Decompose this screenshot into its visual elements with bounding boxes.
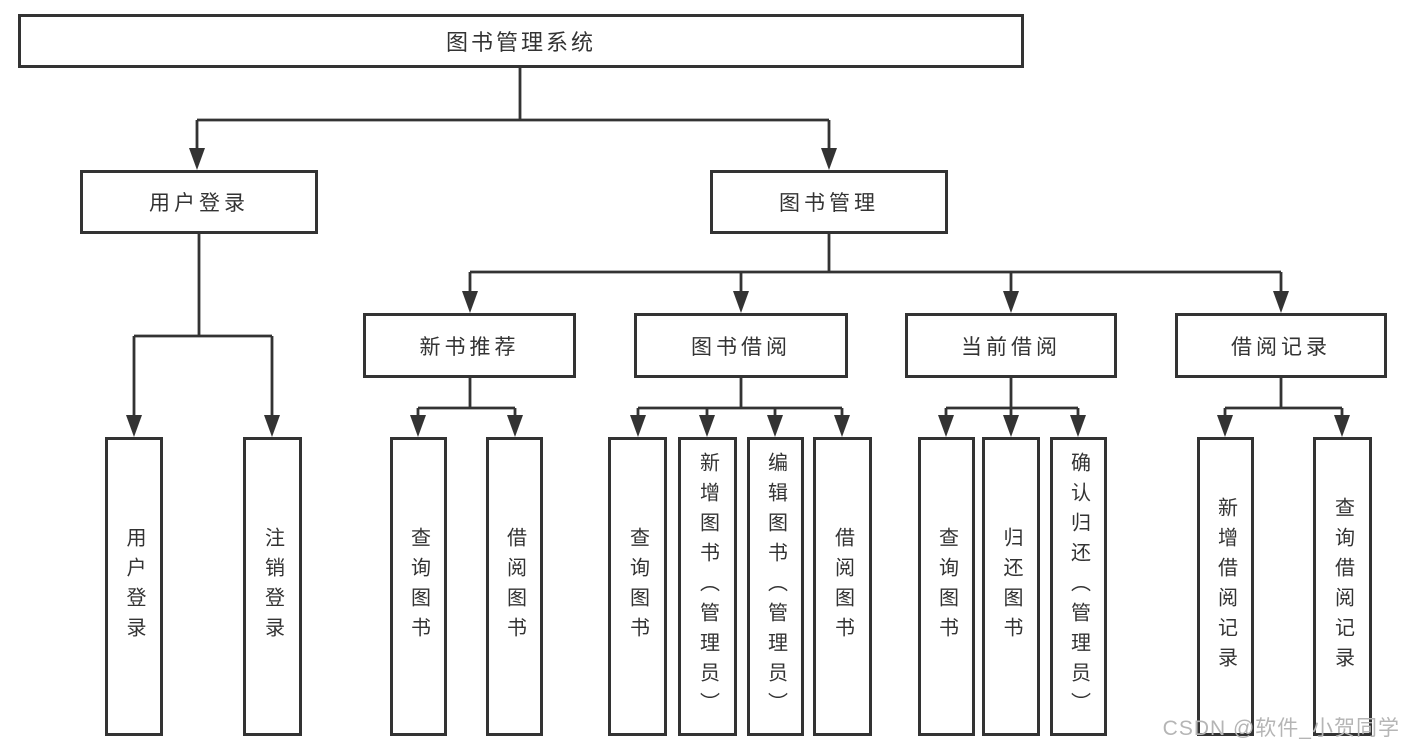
node-new-book-recommend: 新书推荐: [363, 313, 576, 378]
leaf-return-books: 归还图书: [982, 437, 1040, 736]
leaf-add-borrow-record: 新增借阅记录: [1197, 437, 1254, 736]
node-current-borrow: 当前借阅: [905, 313, 1117, 378]
node-book-management: 图书管理: [710, 170, 948, 234]
leaf-borrow-books-2: 借阅图书: [813, 437, 872, 736]
leaf-query-borrow-record: 查询借阅记录: [1313, 437, 1372, 736]
node-book-borrow: 图书借阅: [634, 313, 848, 378]
leaf-query-books-2-label: 查询图书: [626, 526, 649, 647]
node-user-login-label: 用户登录: [149, 192, 249, 215]
leaf-query-books-1: 查询图书: [390, 437, 447, 736]
leaf-edit-books-admin: 编辑图书（管理员）: [747, 437, 804, 736]
leaf-query-books-1-label: 查询图书: [407, 526, 430, 647]
node-borrow-record-label: 借阅记录: [1231, 335, 1331, 359]
node-user-login: 用户登录: [80, 170, 318, 234]
leaf-logout: 注销登录: [243, 437, 302, 736]
node-root: 图书管理系统: [18, 14, 1024, 68]
node-borrow-record: 借阅记录: [1175, 313, 1387, 378]
leaf-user-login: 用户登录: [105, 437, 163, 736]
leaf-borrow-books-2-label: 借阅图书: [831, 526, 854, 647]
leaf-add-books-admin: 新增图书（管理员）: [678, 437, 737, 736]
leaf-edit-books-admin-label: 编辑图书（管理员）: [764, 451, 787, 722]
node-new-book-recommend-label: 新书推荐: [419, 335, 520, 359]
node-book-management-label: 图书管理: [779, 192, 879, 215]
leaf-query-books-2: 查询图书: [608, 437, 667, 736]
node-current-borrow-label: 当前借阅: [961, 335, 1061, 359]
leaf-user-login-label: 用户登录: [123, 526, 145, 647]
leaf-add-borrow-record-label: 新增借阅记录: [1214, 496, 1237, 677]
node-root-label: 图书管理系统: [445, 30, 596, 55]
leaf-query-borrow-record-label: 查询借阅记录: [1331, 496, 1354, 677]
leaf-logout-label: 注销登录: [261, 526, 284, 647]
leaf-confirm-return-admin-label: 确认归还（管理员）: [1067, 451, 1090, 722]
leaf-query-books-3: 查询图书: [918, 437, 975, 736]
leaf-return-books-label: 归还图书: [1000, 526, 1022, 647]
leaf-borrow-books-1: 借阅图书: [486, 437, 543, 736]
watermark-text: CSDN @软件_小贺同学: [1162, 717, 1400, 740]
leaf-confirm-return-admin: 确认归还（管理员）: [1050, 437, 1107, 736]
node-book-borrow-label: 图书借阅: [691, 335, 791, 359]
leaf-borrow-books-1-label: 借阅图书: [503, 526, 526, 647]
leaf-query-books-3-label: 查询图书: [935, 526, 958, 647]
leaf-add-books-admin-label: 新增图书（管理员）: [696, 451, 719, 722]
